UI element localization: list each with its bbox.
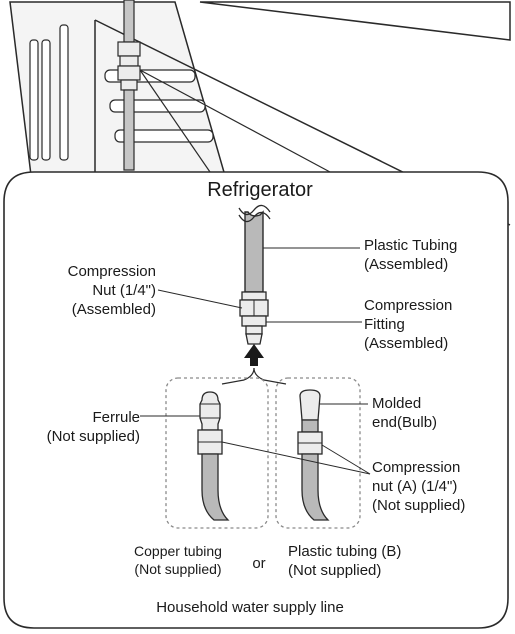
label-compression-fitting-assembled: Compression Fitting (Assembled) [364,296,452,353]
label-line: nut (A) (1/4") [372,478,458,495]
compression-fitting-assembled [241,315,267,345]
label-plastic-tubing-b: Plastic tubing (B) (Not supplied) [288,542,401,580]
compression-nut-assembled [239,291,269,317]
plastic-tubing-b [297,389,330,521]
label-line: (Not supplied) [288,562,382,579]
label-line: Compression [364,297,453,314]
label-ferrule: Ferrule (Not supplied) [18,408,140,446]
label-line: (Not supplied) [46,428,140,445]
label-line: Plastic Tubing [364,237,458,254]
leader-nut-a-2 [321,444,371,475]
refrigerator-back-panel [9,0,511,226]
copper-option-box [165,377,269,529]
leader-nut-a-1 [221,441,371,475]
label-line: (Assembled) [71,301,156,318]
label-line: Nut (1/4") [92,282,156,299]
label-or: or [252,555,266,572]
label-line: Fitting [364,316,405,333]
label-line: (Assembled) [364,335,449,352]
label-copper-tubing: Copper tubing (Not supplied) [108,542,248,578]
label-line: Plastic tubing (B) [288,543,402,560]
label-compression-nut-a: Compression nut (A) (1/4") (Not supplied… [372,458,465,515]
label-line: (Not supplied) [134,561,222,577]
copper-tubing [197,391,230,521]
label-line: (Not supplied) [372,497,466,514]
diagram-title: Refrigerator [207,179,313,201]
zoom-panel [3,171,509,629]
label-line: Molded [372,395,422,412]
label-molded-end: Molded end(Bulb) [372,394,437,432]
label-compression-nut-assembled: Compression Nut (1/4") (Assembled) [14,262,156,319]
arrow-up-icon [221,344,287,385]
label-plastic-tubing-assembled: Plastic Tubing (Assembled) [364,236,457,274]
label-line: Compression [372,459,461,476]
leader-compression-nut [157,289,243,309]
label-line: Copper tubing [134,543,222,559]
label-line: Compression [67,263,156,280]
plastic-option-box [275,377,361,529]
label-line: end(Bulb) [372,414,438,431]
label-line: Ferrule [92,409,140,426]
label-household-water-supply-line: Household water supply line [156,599,344,616]
label-line: (Assembled) [364,256,449,273]
